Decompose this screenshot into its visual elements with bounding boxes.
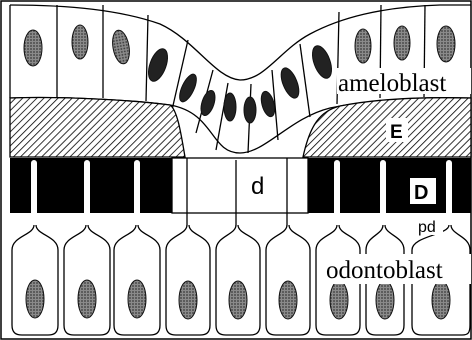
odontoblast-nucleus (229, 281, 247, 319)
odontoblast-nucleus (279, 281, 297, 319)
ameloblast-nucleus (355, 29, 371, 63)
ameloblast-nucleus (244, 97, 256, 123)
odontoblast-nuclei (26, 280, 450, 319)
ameloblast-nucleus (437, 26, 455, 62)
ameloblast-nucleus (224, 93, 236, 121)
odontoblast-nucleus (128, 280, 146, 318)
odontoblast-nucleus (78, 280, 96, 318)
enamel-label: E (390, 122, 403, 143)
ameloblast-nucleus (110, 29, 132, 65)
odontoblast-nucleus (179, 281, 197, 319)
odontoblast-nucleus (26, 280, 44, 318)
odontoblast-label: odontoblast (326, 257, 443, 284)
ameloblast-nucleus (24, 30, 42, 66)
ameloblast-nucleus (198, 89, 217, 117)
ameloblast-nucleus (309, 43, 336, 80)
dentin-label: D (414, 182, 428, 204)
defect-label: d (251, 173, 264, 200)
odontoblast-nucleus (376, 281, 394, 319)
odontoblast-nucleus (432, 281, 450, 319)
odontoblast-nucleus (330, 281, 348, 319)
enamel-region-left (10, 98, 185, 157)
ameloblast-nucleus (145, 46, 172, 83)
ameloblast-divider (146, 15, 148, 101)
ameloblast-nucleus (72, 25, 88, 59)
ameloblast-divider (300, 44, 310, 117)
ameloblast-label: ameloblast (338, 70, 446, 97)
ameloblast-nucleus (394, 26, 410, 60)
predentin-label: pd (418, 219, 436, 236)
ameloblast-nucleus (278, 66, 303, 101)
